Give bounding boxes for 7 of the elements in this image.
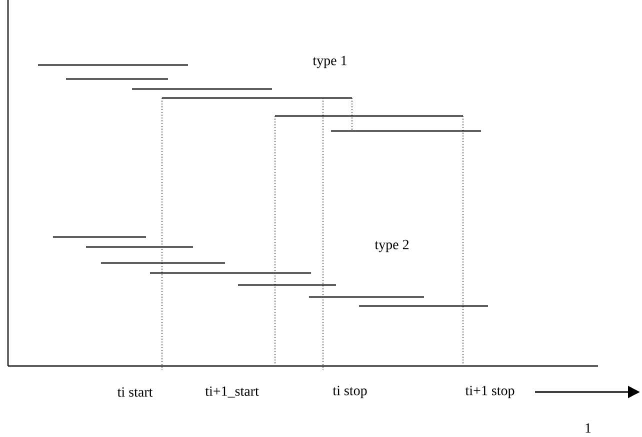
axis-tick-label: ti stop bbox=[332, 386, 367, 398]
type-label: type 2 bbox=[374, 240, 409, 252]
axis-tick-label: ti+1 stop bbox=[465, 386, 514, 398]
axis-tick-label: ti start bbox=[117, 387, 153, 397]
axis-tick-label: ti+1_start bbox=[205, 386, 259, 398]
page-number: 1 bbox=[586, 423, 591, 433]
type-label: type 1 bbox=[312, 56, 346, 68]
